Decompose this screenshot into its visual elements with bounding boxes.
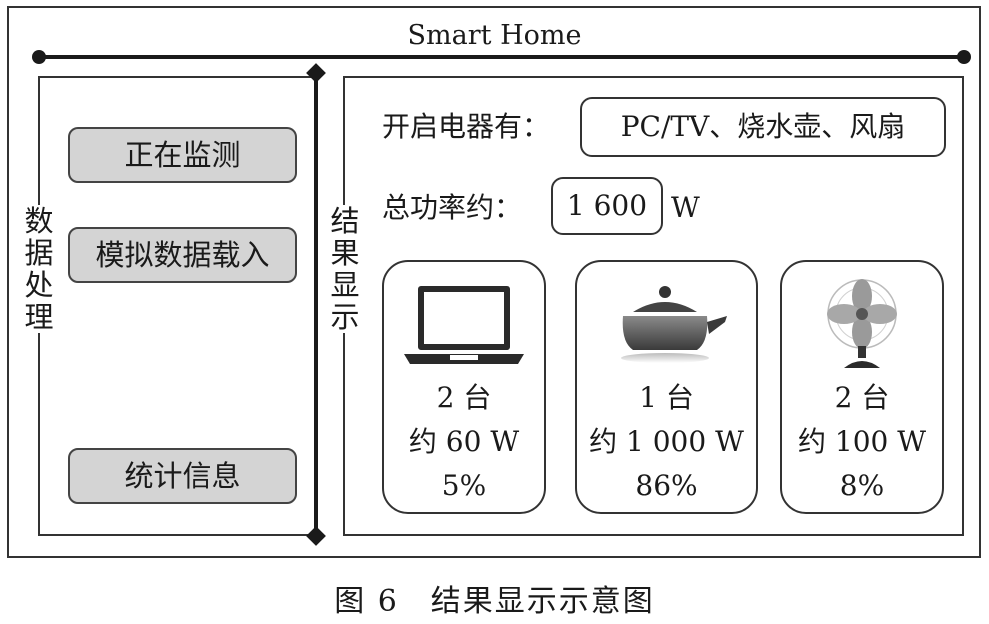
- devices-on-label: 开启电器有：: [382, 110, 551, 143]
- title-rail: [38, 55, 964, 59]
- panel-divider: [314, 72, 318, 538]
- data-processing-label-char: 处: [24, 268, 54, 302]
- fan-icon: [782, 278, 942, 370]
- devices-on-value: PC/TV、烧水壶、风扇: [580, 97, 946, 157]
- device-percent: 8%: [839, 469, 885, 502]
- kettle-icon: [577, 278, 756, 370]
- statistics-button[interactable]: 统计信息: [68, 448, 297, 504]
- device-card-fan: 2 台 约 100 W 8%: [780, 260, 944, 514]
- rail-left-dot: [32, 50, 46, 64]
- device-card-kettle: 1 台 约 1 000 W 86%: [575, 260, 758, 514]
- total-power-unit: W: [671, 191, 700, 224]
- device-count: 2 台: [436, 381, 492, 414]
- total-power-label: 总功率约：: [382, 191, 523, 224]
- figure-caption: 图 6 结果显示示意图: [334, 584, 655, 619]
- laptop-icon: [384, 278, 544, 370]
- data-processing-label: 数 据 处 理: [22, 205, 56, 333]
- device-power: 约 1 000 W: [589, 425, 744, 458]
- data-processing-label-char: 据: [24, 236, 54, 270]
- results-label-char: 显: [330, 268, 360, 302]
- device-power: 约 60 W: [408, 425, 520, 458]
- results-label: 结 果 显 示: [328, 205, 362, 333]
- rail-right-dot: [957, 50, 971, 64]
- device-card-pc-tv: 2 台 约 60 W 5%: [382, 260, 546, 514]
- simulate-data-load-button[interactable]: 模拟数据载入: [68, 227, 297, 283]
- app-window-frame: [7, 6, 981, 558]
- device-percent: 5%: [441, 469, 487, 502]
- results-label-char: 果: [330, 236, 360, 270]
- monitoring-button[interactable]: 正在监测: [68, 127, 297, 183]
- device-percent: 86%: [635, 469, 698, 502]
- device-count: 1 台: [639, 381, 694, 414]
- results-label-char: 结: [330, 204, 360, 238]
- data-processing-label-char: 理: [24, 300, 54, 334]
- device-power: 约 100 W: [797, 425, 927, 458]
- device-count: 2 台: [834, 381, 890, 414]
- app-title: Smart Home: [407, 20, 582, 51]
- results-label-char: 示: [330, 300, 360, 334]
- total-power-value: 1 600: [551, 177, 663, 235]
- data-processing-label-char: 数: [24, 204, 54, 238]
